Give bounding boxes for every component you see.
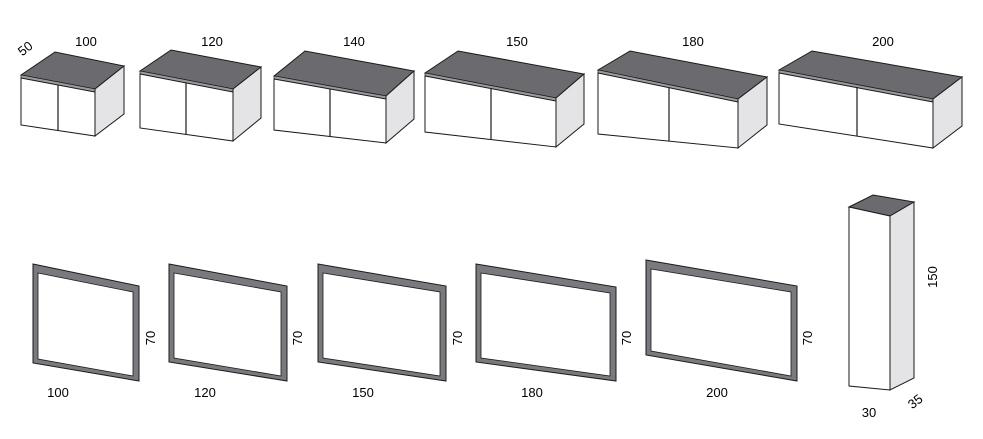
cabinet-width-label: 140 — [343, 34, 365, 49]
mirror-height-label: 70 — [290, 331, 305, 345]
mirror-200: 200 70 — [645, 259, 815, 400]
mirror-height-label: 70 — [800, 331, 815, 345]
cabinet-front — [778, 72, 934, 149]
mirror-glass — [37, 272, 134, 377]
mirror-height-label: 70 — [143, 331, 158, 345]
mirror-width-label: 200 — [706, 385, 728, 400]
mirror-width-label: 150 — [352, 385, 374, 400]
mirror-120: 120 70 — [168, 263, 305, 400]
mirror-glass — [650, 268, 792, 377]
cabinet-width-label: 200 — [872, 34, 894, 49]
mirror-glass — [322, 272, 441, 377]
cabinet-width-label: 120 — [201, 34, 223, 49]
cabinet-200: 200 — [777, 34, 964, 150]
cabinet-width-label: 150 — [506, 34, 528, 49]
mirror-glass — [480, 272, 611, 377]
cabinet-front — [597, 72, 739, 149]
column-unit: 150 30 35 — [847, 194, 940, 420]
mirror-glass — [173, 272, 282, 377]
column-height-label: 150 — [925, 266, 940, 288]
cabinet-150: 150 — [423, 34, 586, 149]
mirror-height-label: 70 — [619, 331, 634, 345]
cabinet-width-label: 180 — [682, 34, 704, 49]
cabinet-140: 140 — [272, 34, 416, 145]
cabinet-120: 120 — [138, 34, 263, 143]
column-width-label: 30 — [862, 405, 876, 420]
column-front — [848, 206, 891, 391]
mirror-180: 180 70 — [475, 263, 634, 400]
mirror-width-label: 100 — [47, 385, 69, 400]
mirror-150: 150 70 — [317, 263, 465, 400]
cabinet-180: 180 — [596, 34, 769, 150]
cabinet-100: 100 50 — [15, 34, 126, 138]
mirror-width-label: 180 — [521, 385, 543, 400]
column-side — [889, 201, 915, 391]
mirror-100: 100 70 — [32, 263, 158, 400]
cabinet-depth-label: 50 — [15, 38, 36, 59]
cabinet-width-label: 100 — [75, 34, 97, 49]
column-depth-label: 35 — [905, 391, 926, 412]
mirror-height-label: 70 — [450, 331, 465, 345]
mirror-width-label: 120 — [194, 385, 216, 400]
